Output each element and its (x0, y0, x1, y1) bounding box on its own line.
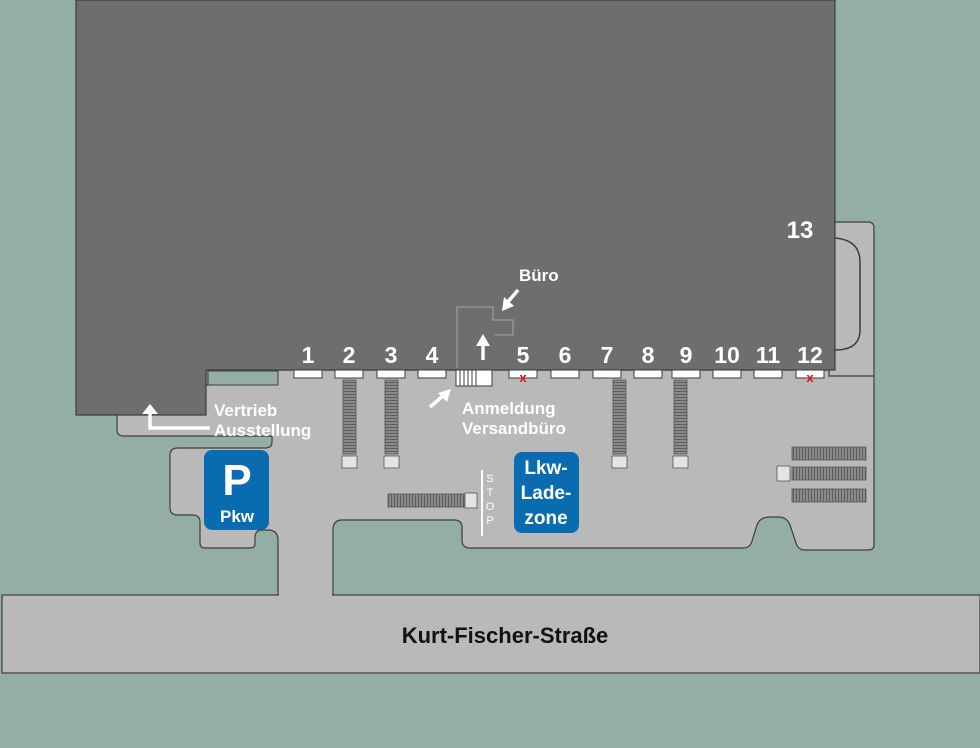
gate-number-label: 10 (714, 342, 740, 368)
truck-parking-right-1 (791, 446, 867, 461)
truck-zone-line1: Lkw- (524, 458, 567, 479)
loading-gate: 10 (712, 342, 742, 379)
stop-letter: O (486, 501, 495, 513)
loading-gate: 6 (550, 342, 580, 379)
gate-door (334, 369, 364, 379)
gate-number-label: 1 (302, 342, 315, 368)
gate-number-label: 5 (517, 342, 530, 368)
gate-number-label: 9 (680, 342, 693, 368)
gate-number-label: 2 (343, 342, 356, 368)
arrow-down-left-icon (502, 288, 520, 311)
street-road (1, 594, 980, 674)
courtyard-green (207, 370, 279, 386)
truck-stop-line (387, 492, 478, 509)
gate-13-ramp (834, 237, 861, 351)
vertrieb-label: Vertrieb (214, 401, 277, 420)
driveway-connector (279, 592, 332, 598)
loading-gate: 4 (417, 342, 447, 379)
truck-zone-line3: zone (524, 508, 567, 529)
loading-gate: 7 (592, 342, 622, 379)
street-name: Kurt-Fischer-Straße (402, 623, 609, 648)
blocked-gate-marker: x (519, 370, 527, 385)
gate-number-label: 6 (559, 342, 572, 368)
loading-gate: 12 x (795, 342, 825, 385)
arrow-up-right-icon (428, 389, 451, 409)
gate-door (508, 369, 538, 379)
truck-gate-9 (672, 379, 689, 469)
gate-13-label: 13 (787, 217, 814, 244)
gate-number-label: 3 (385, 342, 398, 368)
gate-number-label: 7 (601, 342, 614, 368)
gate-13-yard (828, 221, 875, 377)
parking-caption: Pkw (220, 507, 255, 526)
loading-gate: 5x (508, 342, 538, 385)
gate-number-label: 11 (756, 342, 781, 368)
stop-letter: P (486, 515, 493, 527)
parked-trucks (341, 379, 867, 509)
ausstellung-label: Ausstellung (214, 421, 311, 440)
gate-number-label: 4 (426, 342, 439, 368)
stop-letter: S (486, 473, 493, 485)
truck-parking-right-3 (791, 488, 867, 503)
parking-sign: P Pkw (204, 450, 269, 530)
stop-line-marking: S T O P (481, 470, 495, 536)
loading-gate: 11 (753, 342, 783, 379)
gate-number-label: 12 (797, 342, 823, 368)
truck-gate-2 (341, 379, 358, 469)
gate-door (550, 369, 580, 379)
loading-gate: 1 (293, 342, 323, 379)
anmeldung-label: Anmeldung (462, 399, 556, 418)
entrance-stairs (455, 369, 493, 387)
loading-gate: 9 (671, 342, 701, 379)
gate-door (712, 369, 742, 379)
versandbuero-label: Versandbüro (462, 419, 566, 438)
gate-door (376, 369, 406, 379)
gate-door (671, 369, 701, 379)
gate-door (633, 369, 663, 379)
gate-number-label: 8 (642, 342, 655, 368)
truck-loading-zone-sign: Lkw- Lade- zone (514, 452, 579, 533)
parking-symbol: P (222, 456, 251, 505)
loading-gate: 3 (376, 342, 406, 379)
truck-gate-3 (383, 379, 400, 469)
stop-letter: T (487, 487, 494, 499)
loading-gate: 2 (334, 342, 364, 379)
warehouse-building (75, 0, 836, 416)
gate-door (795, 369, 825, 379)
truck-gate-7 (611, 379, 628, 469)
blocked-gate-marker: x (806, 370, 814, 385)
loading-gate: 8 (633, 342, 663, 379)
truck-parking-right-2 (776, 465, 867, 482)
gate-door (753, 369, 783, 379)
arrow-up-icon (476, 334, 490, 360)
arrow-up-left-icon (142, 404, 210, 430)
gate-door (293, 369, 323, 379)
truck-zone-line2: Lade- (521, 483, 572, 504)
office-outline (456, 306, 514, 368)
gate-door (417, 369, 447, 379)
buero-label: Büro (519, 266, 559, 285)
gate-door (592, 369, 622, 379)
